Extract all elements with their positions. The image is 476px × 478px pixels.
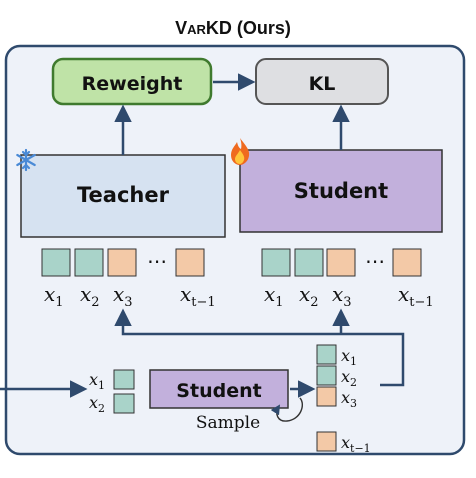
svg-text:x2: x2 [341,367,357,389]
svg-text:xt−1: xt−1 [398,282,434,310]
token-square [113,393,135,414]
token-square [316,344,337,365]
teacher-token-labels: x1 x2 x3 xt−1 [44,282,216,310]
kl-label: KL [309,73,336,95]
token-square [107,248,137,277]
svg-text:x1: x1 [44,282,64,310]
token-square [41,248,71,277]
sampled-token-labels: x1 x2 x3 xt−1 [341,346,371,455]
reweight-label: Reweight [82,73,183,95]
svg-text:x2: x2 [80,282,100,310]
student-token-labels: x1 x2 x3 xt−1 [264,282,434,310]
feedback-loop-line [114,308,405,387]
student-top-label: Student [294,179,388,203]
outer-frame [4,44,466,456]
svg-text:x1: x1 [264,282,284,310]
token-square [74,248,104,277]
token-square [326,248,356,277]
token-square [392,248,422,277]
token-square [175,248,205,277]
sample-label: Sample [196,413,260,433]
svg-text:x3: x3 [341,388,357,410]
kl-box [255,58,389,105]
svg-text:x3: x3 [332,282,352,310]
svg-text:x2: x2 [89,393,105,415]
fire-icon [231,138,250,165]
svg-text:x1: x1 [89,370,105,392]
token-square [261,248,291,277]
token-square [316,431,337,452]
snowflake-icon [16,148,36,172]
token-square [113,369,135,390]
sampled-tokens [316,344,337,452]
ellipsis: ⋯ [365,249,385,273]
diagram-title: VARKD (Ours) [175,18,291,38]
student-bottom-label: Student [176,380,261,402]
student-token-row: ⋯ [261,248,422,277]
prefix-token-labels: x1 x2 [89,370,105,415]
student-bottom-box [149,369,289,409]
svg-text:x1: x1 [341,346,357,368]
prefix-tokens [113,369,135,414]
token-square [316,365,337,386]
svg-text:x3: x3 [113,282,133,310]
svg-text:x2: x2 [299,282,319,310]
student-top-box [239,149,443,233]
sample-loop-arrow [270,397,304,422]
token-square [294,248,324,277]
teacher-token-row: ⋯ [41,248,205,277]
reweight-box [51,57,213,106]
token-square [316,386,337,407]
svg-text:xt−1: xt−1 [180,282,216,310]
svg-text:xt−1: xt−1 [341,433,371,455]
ellipsis: ⋯ [147,249,167,273]
teacher-label: Teacher [77,183,170,207]
